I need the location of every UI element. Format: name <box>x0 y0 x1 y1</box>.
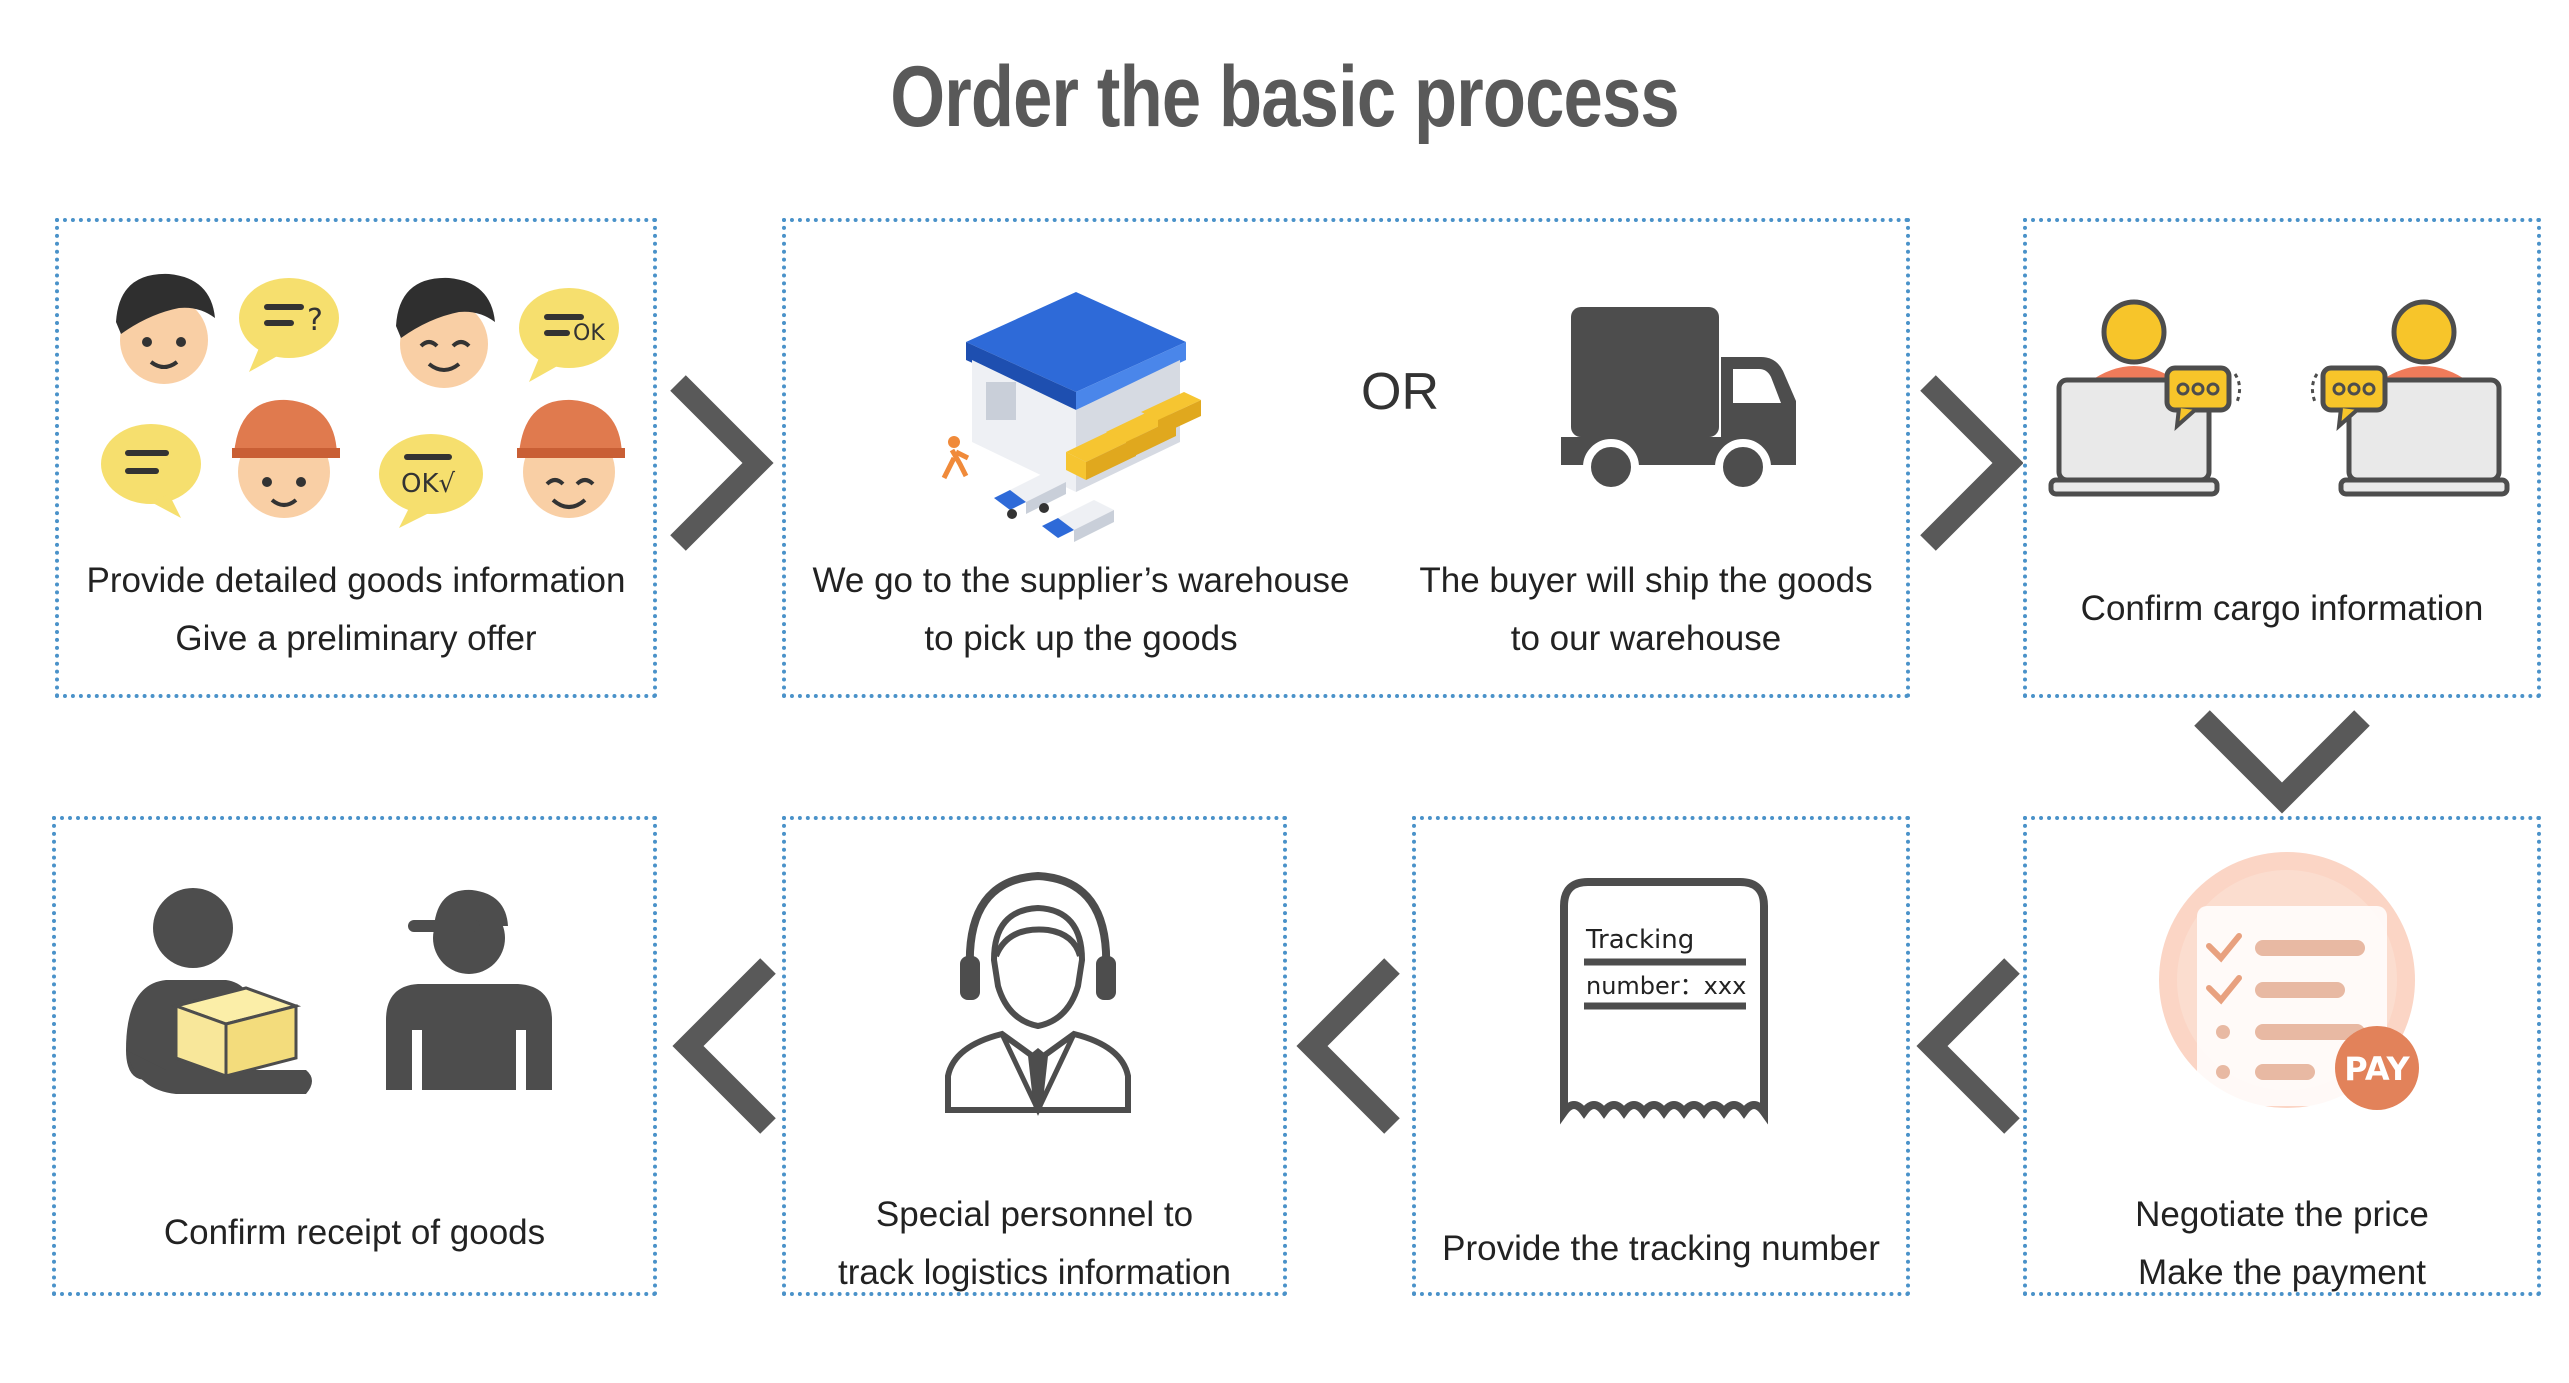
svg-text:OK√: OK√ <box>401 469 456 499</box>
pay-badge-text: PAY <box>2344 1050 2410 1088</box>
delivery-receipt-icon <box>126 888 552 1094</box>
arrow-left-icon <box>1916 958 2020 1134</box>
svg-text:OK: OK <box>573 321 605 346</box>
step-2b-line-1: The buyer will ship the goods <box>1419 561 1873 600</box>
step-payment: PAY Negotiate the price Make the payment <box>2023 816 2541 1296</box>
truck-icon <box>1561 307 1796 495</box>
or-label: OR <box>1361 363 1439 421</box>
step-6-line-1: Special personnel to <box>875 1195 1194 1234</box>
step-2a-line-2: to pick up the goods <box>924 619 1238 658</box>
step-3-line-1: Confirm cargo information <box>2080 589 2484 628</box>
video-call-icon <box>2048 299 2510 497</box>
arrow-left-icon <box>1296 958 1400 1134</box>
step-2a-line-1: We go to the supplier’s warehouse <box>812 561 1350 600</box>
arrow-left-icon <box>672 958 776 1134</box>
receipt-text-2: number：xxx <box>1586 972 1746 1000</box>
step-5-line-1: Provide the tracking number <box>1442 1229 1880 1268</box>
arrow-right-icon <box>1920 375 2024 551</box>
bubble-question-text: ? <box>307 303 323 338</box>
customer-chat-icon: ? OK <box>101 273 625 528</box>
warehouse-icon <box>941 292 1201 542</box>
step-pickup-or-ship: OR We go to the supplier’s warehouse to … <box>782 218 1910 698</box>
step-confirm-receipt: Confirm receipt of goods <box>52 816 657 1296</box>
step-track-logistics: Special personnel to track logistics inf… <box>782 816 1287 1296</box>
arrow-right-icon <box>670 375 774 551</box>
step-4-line-2: Make the payment <box>2138 1253 2426 1292</box>
step-1-line-1: Provide detailed goods information <box>86 561 626 600</box>
support-agent-icon <box>945 871 1131 1116</box>
step-6-line-2: track logistics information <box>838 1253 1231 1292</box>
payment-checklist-icon: PAY <box>2159 852 2419 1110</box>
step-1-line-2: Give a preliminary offer <box>175 619 537 658</box>
page-title: Order the basic process <box>890 49 1679 145</box>
receipt-icon: Tracking number：xxx <box>1560 878 1768 1125</box>
step-4-line-1: Negotiate the price <box>2135 1195 2429 1234</box>
step-tracking-number: Tracking number：xxx Provide the tracking… <box>1412 816 1910 1296</box>
receipt-text-1: Tracking <box>1585 925 1694 955</box>
step-confirm-cargo: Confirm cargo information <box>2023 218 2541 698</box>
step-2b-line-2: to our warehouse <box>1510 619 1782 658</box>
arrow-down-icon <box>2194 710 2370 814</box>
step-7-line-1: Confirm receipt of goods <box>163 1213 546 1252</box>
step-provide-info: ? OK <box>55 218 657 698</box>
